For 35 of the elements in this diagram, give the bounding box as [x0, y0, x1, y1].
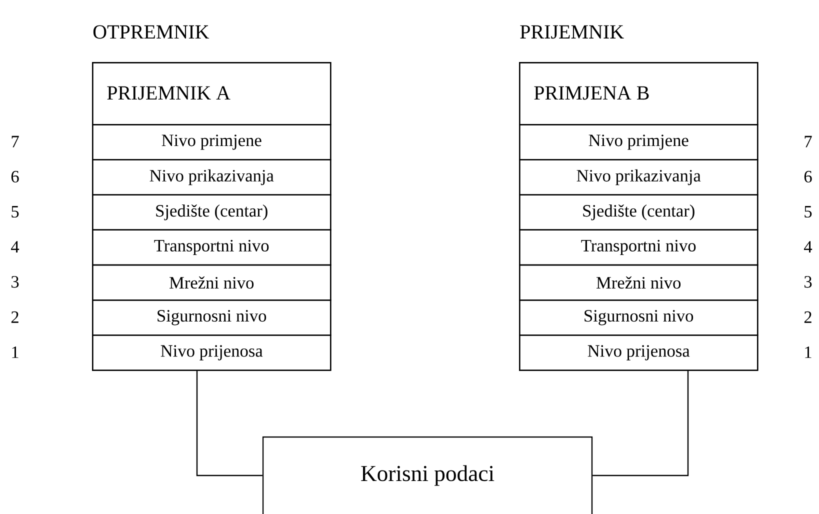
layer-number: 7: [804, 136, 812, 148]
layer-number: 4: [11, 241, 20, 252]
layer-box: Sigurnosni nivo: [519, 300, 758, 336]
layer-box: Sigurnosni nivo: [92, 300, 332, 336]
layer-number: 6: [11, 170, 19, 183]
connector-line: [196, 370, 262, 476]
layer-number: 5: [12, 206, 19, 218]
node-label: PRIJEMNIK: [520, 25, 624, 39]
layer-number: 5: [804, 206, 812, 218]
layer-box: Transportni nivo: [92, 229, 332, 266]
header-box: PRIJEMNIK A: [92, 62, 332, 126]
layer-number: 7: [12, 136, 19, 148]
layer-number: 1: [805, 346, 812, 358]
layer-number: 6: [804, 170, 812, 183]
layer-box: Sjedište (centar): [92, 194, 332, 230]
layer-box: Mrežni nivo: [92, 264, 332, 301]
layer-box: Nivo primjene: [519, 124, 758, 160]
header-box: PRIMJENA B: [519, 62, 758, 126]
layer-number: 2: [11, 311, 18, 323]
layer-box: Nivo prijenosa: [519, 334, 758, 371]
layer-number: 3: [12, 276, 19, 288]
layer-box: Nivo prikazivanja: [92, 159, 332, 196]
layer-number: 1: [12, 346, 18, 358]
layer-box: Sjedište (centar): [519, 194, 758, 230]
data-box: Korisni podaci: [262, 436, 593, 514]
layer-box: Nivo prijenosa: [92, 334, 332, 371]
layer-number: 3: [804, 276, 812, 288]
layer-box: Nivo primjene: [92, 124, 332, 160]
layer-box: Mrežni nivo: [519, 264, 758, 301]
connector-line: [592, 370, 689, 476]
node-label: OTPREMNIK: [93, 25, 210, 39]
layer-number: 2: [804, 311, 812, 323]
layer-box: Nivo prikazivanja: [519, 159, 758, 196]
layer-number: 4: [804, 241, 812, 252]
layer-box: Transportni nivo: [519, 229, 758, 266]
